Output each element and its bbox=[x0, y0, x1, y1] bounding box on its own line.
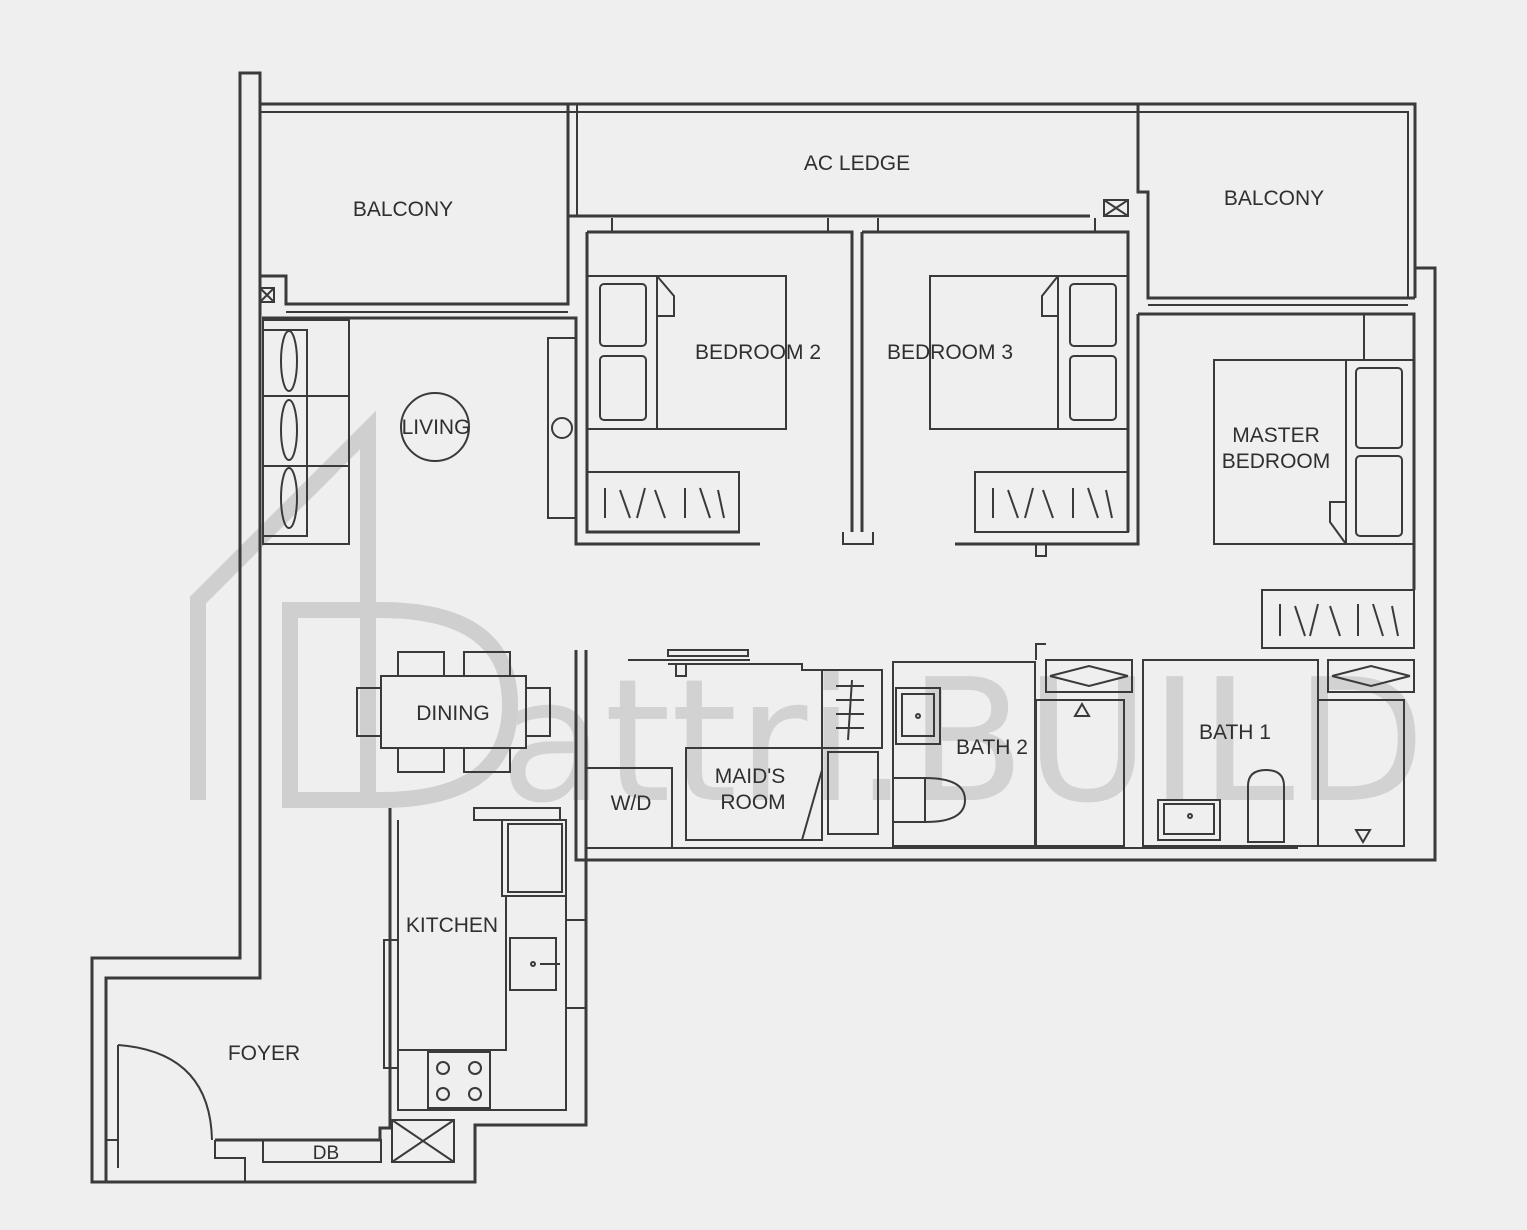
label-foyer: FOYER bbox=[228, 1042, 300, 1065]
label-master-line1: MASTER bbox=[1232, 424, 1320, 447]
label-wd: W/D bbox=[611, 792, 652, 815]
label-ac-ledge: AC LEDGE bbox=[804, 152, 910, 175]
label-dining: DINING bbox=[416, 702, 490, 725]
label-bath-2: BATH 2 bbox=[956, 736, 1028, 759]
label-maids-line2: ROOM bbox=[720, 791, 785, 814]
label-kitchen: KITCHEN bbox=[406, 914, 498, 937]
label-balcony-right: BALCONY bbox=[1224, 187, 1324, 210]
room-labels: BALCONY AC LEDGE BALCONY BEDROOM 2 BEDRO… bbox=[228, 152, 1330, 1164]
label-living: LIVING bbox=[402, 416, 471, 439]
label-bedroom-3: BEDROOM 3 bbox=[887, 341, 1013, 364]
label-bedroom-2: BEDROOM 2 bbox=[695, 341, 821, 364]
watermark: attri.BUILD bbox=[190, 410, 1425, 841]
label-maids-line1: MAID'S bbox=[715, 765, 786, 788]
label-master-line2: BEDROOM bbox=[1222, 450, 1331, 473]
label-db: DB bbox=[313, 1143, 339, 1164]
label-balcony-left: BALCONY bbox=[353, 198, 453, 221]
label-bath-1: BATH 1 bbox=[1199, 721, 1271, 744]
furniture bbox=[259, 199, 1415, 1109]
